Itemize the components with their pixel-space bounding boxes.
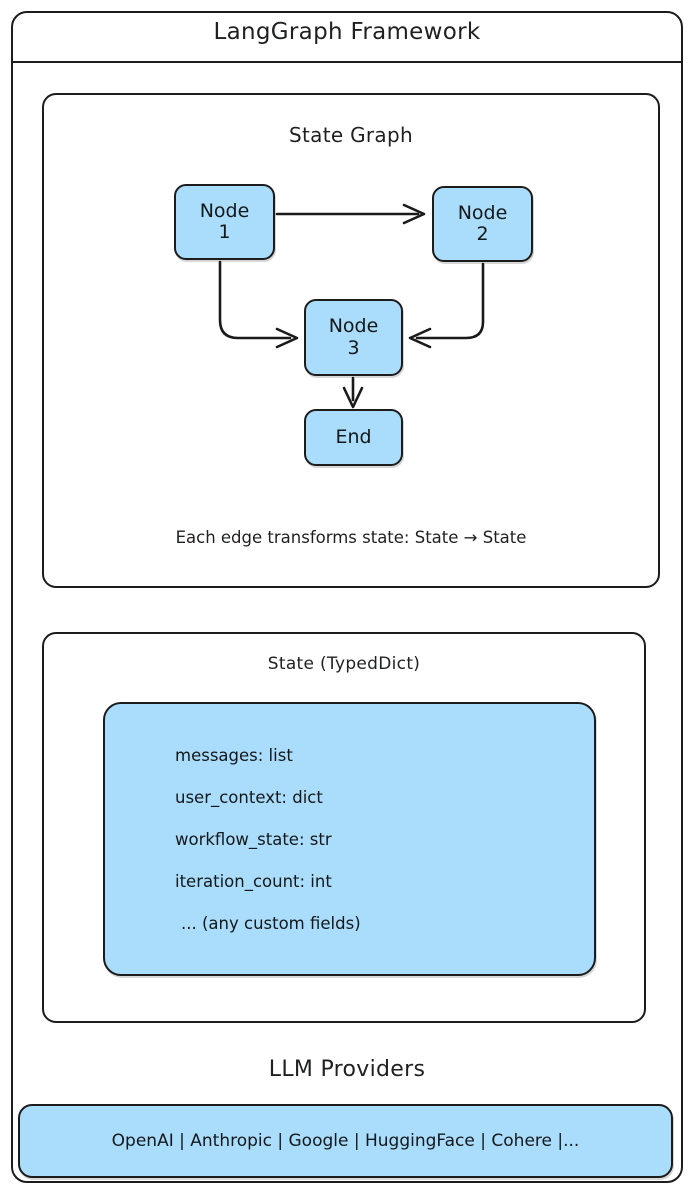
node-node-1[interactable]: Node 1 bbox=[174, 184, 275, 260]
llm-providers-title: LLM Providers bbox=[268, 1057, 426, 1082]
framework-title-divider bbox=[11, 61, 683, 63]
state-field: workflow_state: str bbox=[175, 829, 332, 849]
node-node-2-line1: Node bbox=[457, 201, 508, 224]
state-field: user_context: dict bbox=[175, 787, 323, 807]
node-node-1-line2: 1 bbox=[218, 221, 231, 243]
state-typeddict-title: State (TypedDict) bbox=[267, 654, 421, 674]
node-node-3-line2: 3 bbox=[347, 336, 360, 359]
node-node-3[interactable]: Node 3 bbox=[304, 299, 403, 376]
llm-providers-bar[interactable]: OpenAI | Anthropic | Google | HuggingFac… bbox=[18, 1104, 673, 1178]
llm-providers-list: OpenAI | Anthropic | Google | HuggingFac… bbox=[111, 1131, 580, 1151]
node-node-1-line1: Node bbox=[199, 199, 250, 222]
node-end-label: End bbox=[335, 425, 372, 448]
state-field: ... (any custom fields) bbox=[181, 913, 361, 933]
state-fields-box[interactable]: messages: list user_context: dict workfl… bbox=[103, 702, 596, 976]
node-node-2[interactable]: Node 2 bbox=[432, 186, 533, 262]
node-node-2-line2: 2 bbox=[476, 223, 489, 245]
state-field: iteration_count: int bbox=[175, 871, 332, 891]
state-graph-title: State Graph bbox=[289, 123, 413, 147]
node-end[interactable]: End bbox=[304, 409, 403, 466]
state-graph-caption: Each edge transforms state: State → Stat… bbox=[175, 528, 527, 547]
framework-title: LangGraph Framework bbox=[213, 19, 481, 45]
node-node-3-line1: Node bbox=[328, 315, 379, 338]
state-field: messages: list bbox=[175, 745, 293, 765]
